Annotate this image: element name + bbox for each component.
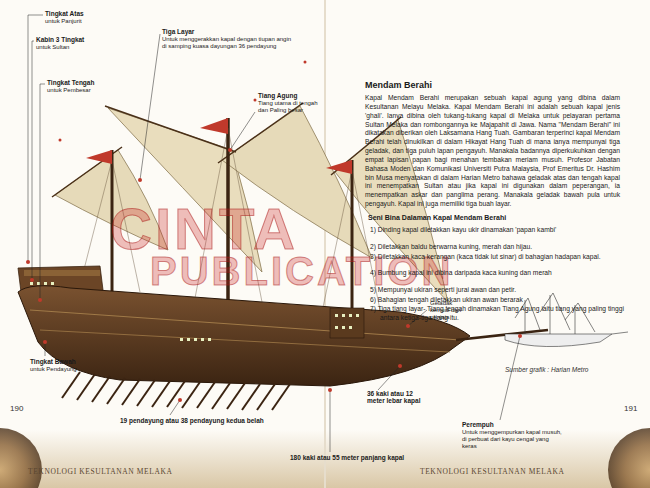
page-number: 190 xyxy=(10,404,40,413)
list-item: 2) Diletakkan baldu berwarna kuning, mer… xyxy=(370,243,628,252)
part-name: Tiga Layar xyxy=(162,28,242,35)
list-item: 1) Dinding kapal diletakkan kayu ukir di… xyxy=(370,226,628,235)
body-text: Kapal Mendam Berahi merupakan sebuah kap… xyxy=(365,94,620,209)
part-name: Kabin 3 Tingkat xyxy=(36,36,116,43)
running-footer: TEKNOLOGI KESULTANAN MELAKA xyxy=(28,468,228,477)
list-item: 3) Diletakkan kaca kerangan (kaca tidak … xyxy=(370,253,628,262)
part-name: Tiang Agung xyxy=(258,92,328,99)
list-item: 6) Bahagian tengah diletakkan ukiran awa… xyxy=(370,296,628,305)
section-heading: Seni Bina Dalaman Kapal Mendam Berahi xyxy=(368,214,618,222)
dimension: 36 kaki atau 12 meter lebar kapal xyxy=(367,390,422,405)
part-name: Perempuh xyxy=(462,421,562,428)
part-note: Tiang utama di tengah dan Paling besar xyxy=(258,100,318,114)
page-number: 191 xyxy=(624,404,646,413)
part-note: Untuk menggempurkan kapal musuh, di perb… xyxy=(462,429,562,450)
dimension: 19 pendayung atau 38 pendayung kedua bel… xyxy=(120,417,270,424)
part-name: Tingkat Tengah xyxy=(47,79,127,86)
part-note: untuk Pendayung xyxy=(30,366,110,373)
source-note: Sumber grafik : Harian Metro xyxy=(505,366,615,373)
dimension: 180 kaki atau 55 meter panjang kapal xyxy=(290,454,410,461)
running-footer: TEKNOLOGI KESULTANAN MELAKA xyxy=(420,468,620,477)
part-name: Tingkat Atas xyxy=(45,10,125,17)
part-note: untuk Panjurit xyxy=(45,18,125,25)
list-item: 5) Mempunyai ukiran seperti jurai awan d… xyxy=(370,286,628,295)
part-name: Tingkat Bawah xyxy=(30,358,110,365)
part-note: untuk Sultan xyxy=(36,44,116,51)
list-item: 7) Tiga tiang layar- Tiang tengah dinama… xyxy=(370,305,628,322)
page-heading: Mendam Berahi xyxy=(365,80,615,90)
part-note: untuk Pembesar xyxy=(47,87,127,94)
list-item: 4) Bumbung kapal ini dibina daripada kac… xyxy=(370,269,628,278)
part-note: Untuk menggerakkan kapal dengan tiupan a… xyxy=(162,36,297,50)
